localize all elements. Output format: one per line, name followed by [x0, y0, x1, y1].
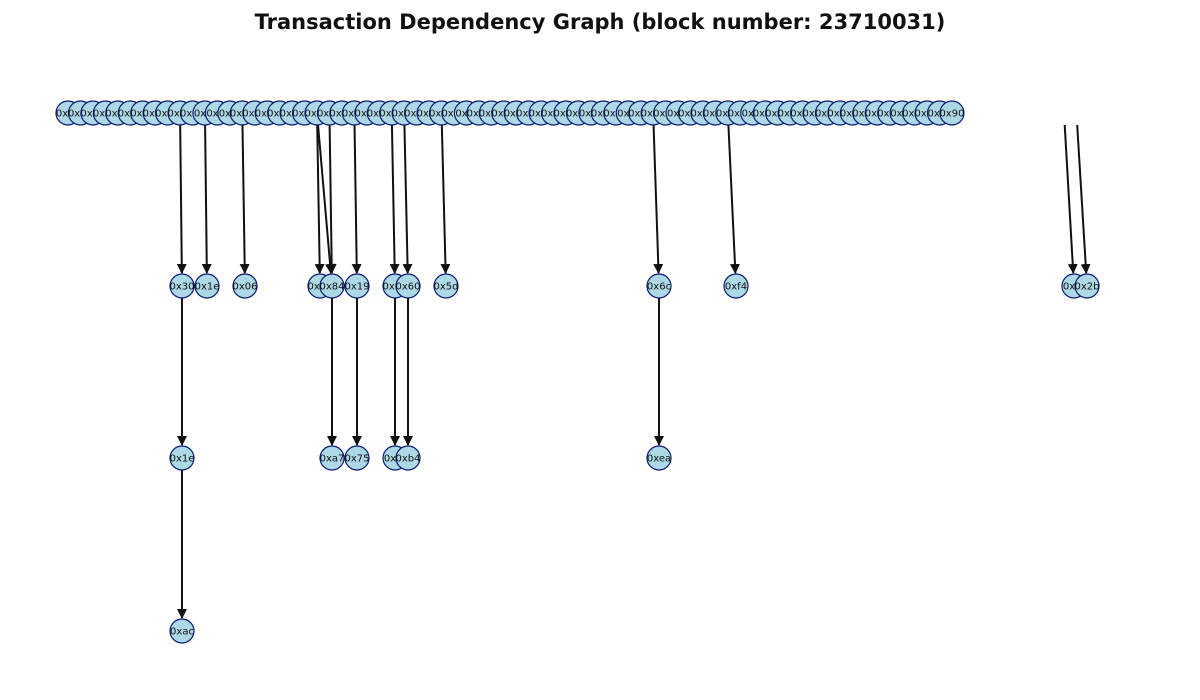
node-label: 0x8f — [384, 454, 407, 465]
node-circle — [169, 273, 195, 299]
node-label: 0xa7 — [320, 454, 345, 465]
node-label: 0x60 — [395, 282, 420, 293]
node-label: 0xea — [647, 454, 671, 465]
node-circle — [646, 445, 672, 471]
dependency-edge — [389, 124, 400, 275]
transaction-node: 0xa7 — [319, 445, 345, 471]
dependency-edge — [239, 124, 250, 275]
dependency-edge — [351, 124, 362, 275]
node-label: 0x1e — [195, 282, 220, 293]
dependency-edge — [314, 124, 325, 275]
node-label: 0x30 — [169, 282, 194, 293]
node-circle — [344, 445, 370, 471]
node-label: 0x05 — [382, 282, 407, 293]
node-circle — [1074, 273, 1100, 299]
transaction-node: 0x30 — [169, 273, 195, 299]
node-label: 0x5d — [434, 282, 459, 293]
dependency-edge — [1063, 124, 1078, 275]
transaction-node: 0x1e — [194, 273, 220, 299]
node-label: 0x19 — [344, 282, 369, 293]
node-label: 0xb4 — [396, 454, 421, 465]
node-label: 0xac — [170, 627, 194, 638]
transaction-node: 0x75 — [344, 445, 370, 471]
node-circle — [169, 618, 195, 644]
transaction-node: 0x60 — [395, 273, 421, 299]
node-label: 0x6c — [647, 282, 671, 293]
node-label: 0x9f — [1063, 282, 1086, 293]
dependency-edge — [201, 124, 212, 275]
node-circle — [723, 273, 749, 299]
node-circle — [344, 273, 370, 299]
transaction-node: 0x06 — [232, 273, 258, 299]
node-label: 0x84 — [319, 282, 344, 293]
node-label: 0x2b — [1075, 282, 1100, 293]
transaction-node: 0xac — [169, 618, 195, 644]
node-circle — [232, 273, 258, 299]
node-circle — [169, 445, 195, 471]
node-label: 0xf4 — [725, 282, 747, 293]
node-circle — [319, 273, 345, 299]
dependency-edge — [176, 124, 187, 275]
node-label: 0x90 — [939, 109, 964, 120]
node-label: 0x06 — [232, 282, 257, 293]
node-circle — [433, 273, 459, 299]
transaction-node: 0x5d — [433, 273, 459, 299]
dependency-edge — [402, 124, 413, 275]
transaction-node: 0x84 — [319, 273, 345, 299]
transaction-node: 0x6c — [646, 273, 672, 299]
edges-layer — [176, 124, 1091, 619]
node-circle — [395, 445, 421, 471]
dependency-edge — [317, 124, 336, 275]
transaction-node: 0x2b — [1074, 273, 1100, 299]
node-circle — [319, 445, 345, 471]
node-label: 0x75 — [344, 454, 369, 465]
diagram-title: Transaction Dependency Graph (block numb… — [254, 10, 946, 34]
transaction-node: 0x19 — [344, 273, 370, 299]
dependency-edge — [440, 124, 451, 275]
dependency-edge — [326, 124, 337, 275]
transaction-node: 0xb4 — [395, 445, 421, 471]
node-circle — [395, 273, 421, 299]
transaction-node: 0xf4 — [723, 273, 749, 299]
nodes-layer: 0x0c0xd00x030x030x4b0x070x820x200x050x05… — [55, 100, 1100, 644]
transaction-node: 0x1e — [169, 445, 195, 471]
transaction-node: 0x90 — [939, 100, 965, 126]
node-circle — [194, 273, 220, 299]
node-circle — [939, 100, 965, 126]
transaction-node: 0xea — [646, 445, 672, 471]
dependency-edge — [727, 124, 740, 275]
dependency-edge — [652, 124, 664, 275]
node-label: 0x1e — [170, 454, 195, 465]
node-circle — [646, 273, 672, 299]
dependency-edge — [1076, 124, 1091, 275]
